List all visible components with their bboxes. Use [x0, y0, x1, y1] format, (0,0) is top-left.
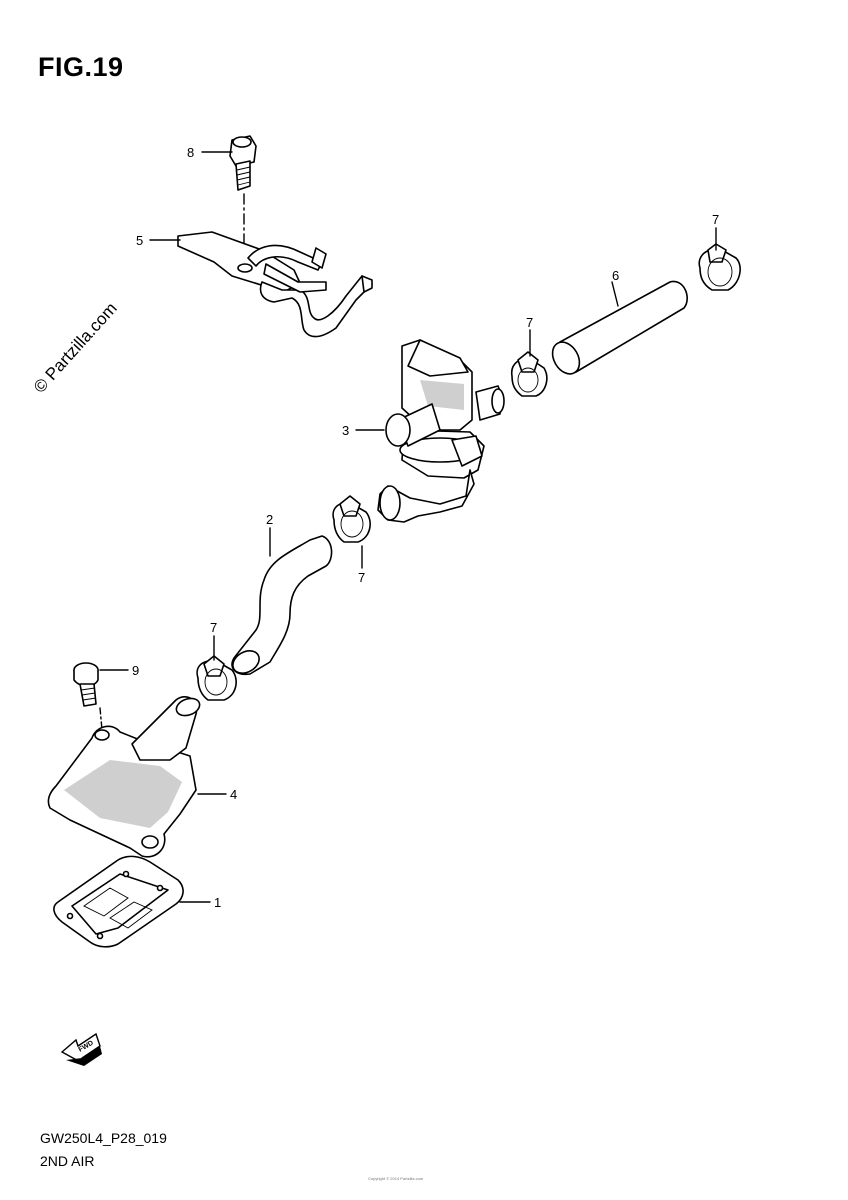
callout-7d: 7	[210, 620, 217, 635]
figure-code: GW250L4_P28_019	[40, 1130, 167, 1146]
callout-6: 6	[612, 268, 619, 283]
part-3-valve[interactable]	[377, 339, 505, 523]
callout-7c: 7	[358, 570, 365, 585]
part-5-bracket[interactable]	[177, 231, 373, 338]
figure-subtitle: 2ND AIR	[40, 1153, 95, 1169]
callout-4: 4	[230, 787, 237, 802]
callout-7b: 7	[526, 315, 533, 330]
part-7-clamp-a[interactable]	[698, 243, 741, 291]
part-9-screw[interactable]	[73, 662, 99, 707]
callout-7a: 7	[712, 212, 719, 227]
callout-5: 5	[136, 233, 143, 248]
callout-2: 2	[266, 512, 273, 527]
part-8-bolt[interactable]	[229, 135, 257, 191]
callout-8: 8	[187, 145, 194, 160]
callouts: 8 5 6 7 7 3 2 7 7 9 4 1	[132, 145, 719, 910]
figure-title: FIG.19	[38, 52, 124, 82]
copyright-line: Copyright © 2014 Partzilla.com	[368, 1176, 424, 1181]
part-2-hose[interactable]	[229, 535, 333, 678]
leader-lines	[99, 151, 717, 903]
fwd-arrow-icon: FWD	[60, 1032, 102, 1066]
part-7-clamp-b[interactable]	[510, 351, 548, 397]
callout-9: 9	[132, 663, 139, 678]
part-7-clamp-c[interactable]	[332, 495, 371, 543]
part-4-cover[interactable]	[47, 695, 202, 858]
part-6-hose[interactable]	[547, 280, 688, 378]
part-1-gasket[interactable]	[53, 855, 184, 948]
callout-3: 3	[342, 423, 349, 438]
callout-1: 1	[214, 895, 221, 910]
part-7-clamp-d[interactable]	[196, 655, 237, 701]
